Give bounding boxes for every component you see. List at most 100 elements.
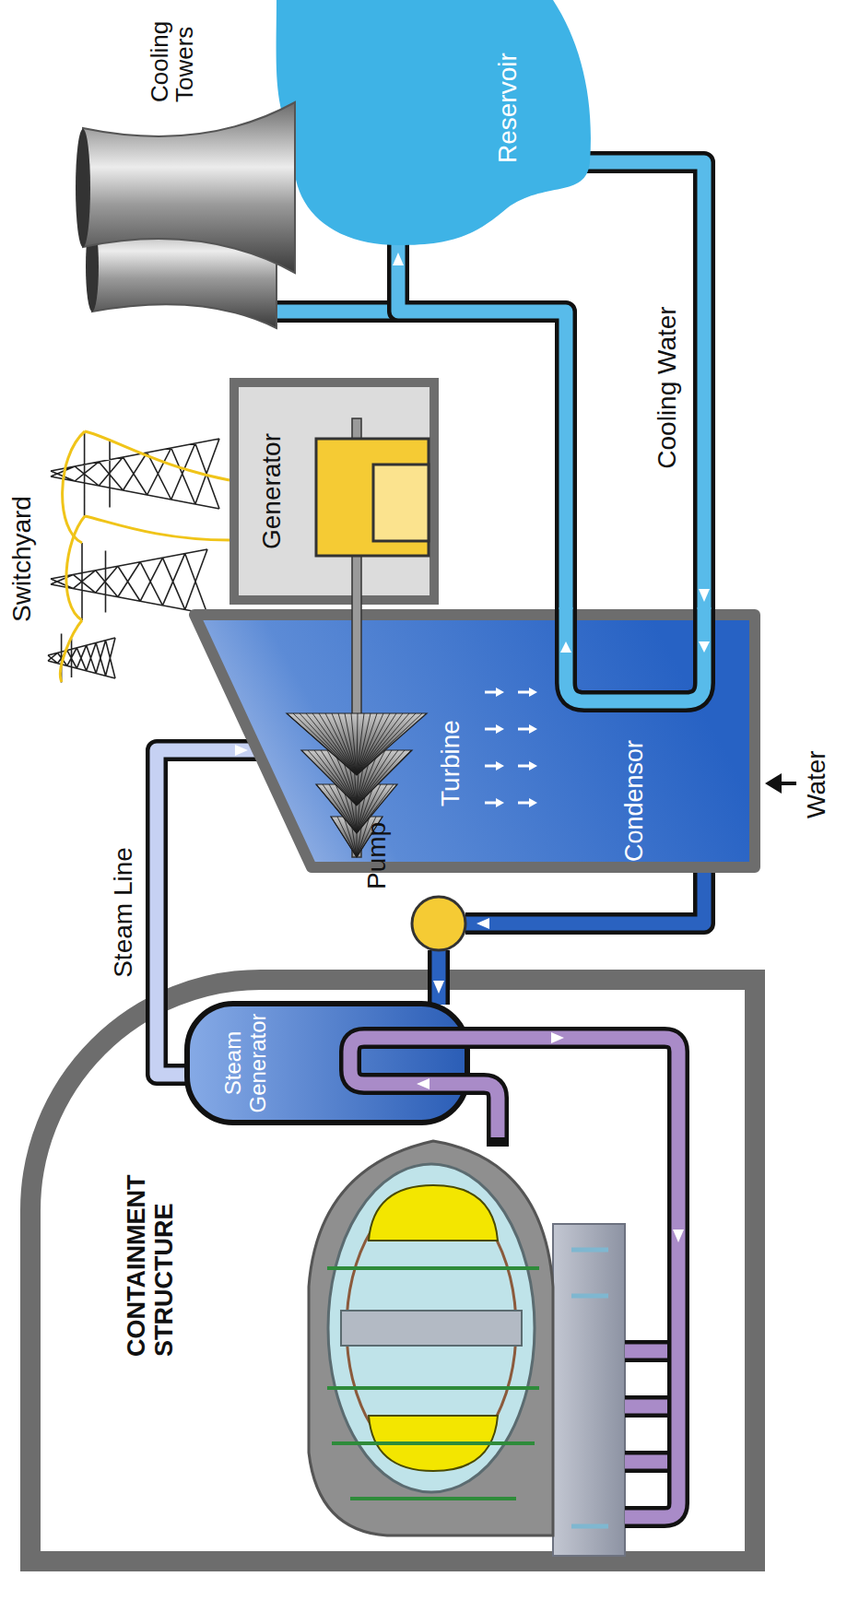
flow-arrow [551,1032,565,1044]
text-holder: Reservoir [493,52,522,164]
pump: Pump [410,894,468,953]
steam-flow-arrow [517,801,531,805]
transmission-tower [50,431,220,516]
edge-label-holder: Cooling Water [652,305,682,469]
primary-coolant-loop [350,1037,679,1518]
flow-arrowhead [433,980,445,994]
reactor-tokamak [350,1496,517,1501]
node-label: Reservoir [493,52,522,164]
steam-flow-arrow [484,691,498,695]
reactor-tokamak [571,1247,609,1253]
steam-flow-arrow [484,764,498,768]
tower-feed-pipe [276,305,406,319]
condenser-cooling-coil [565,607,705,702]
reactor-tokamak [327,1268,540,1499]
flow-arrowhead [476,917,490,930]
node-label: Turbine [435,719,465,807]
water-inlet-arrow [764,773,782,794]
condenser-cooling-coil [698,641,710,653]
text-holder: Pump [362,822,391,890]
steam-flow-arrow [529,724,538,734]
water-inlet-arrow [764,773,797,794]
area-label: Switchyard [7,495,36,623]
reactor-tokamak [327,1266,540,1271]
turbine-blade [286,713,423,776]
reactor-tokamak [571,1524,609,1530]
steam-flow-arrow [484,687,538,808]
reactor-tokamak [341,1310,522,1346]
transmission-tower [47,431,220,683]
text-holder: Generator [257,377,286,605]
flow-arrowhead [235,744,248,756]
steam-flow-arrow [484,801,498,805]
power-line [62,431,85,543]
pipe-label: Cooling Water [652,305,682,469]
label-holder: Cooling Towers [147,10,199,103]
text-holder: Steam Generator [221,1000,271,1126]
reactor-tokamak [571,1294,609,1299]
generator-unit [316,438,429,556]
containment-structure-outline [30,979,755,1562]
turbine-condenser-outline [194,614,755,868]
reactor-tokamak [571,1249,609,1527]
transmission-tower [47,634,116,683]
tower-feed-pipe [276,311,406,313]
turbine-blade [286,713,427,776]
edge-label-holder: Steam Line [108,847,138,978]
text-holder: CONTAINMENT STRUCTURE [122,1158,178,1357]
condenser-cooling-coil [560,607,710,702]
steam-flow-arrow [495,798,505,808]
reservoir: Reservoir [276,0,590,246]
pipe-fill [432,950,447,1005]
steam-flow-arrow [484,728,498,731]
reactor-tokamak [331,1441,535,1446]
power-line [59,620,83,683]
node-label: Steam Generator [221,1008,271,1119]
area-label: Cooling Towers [147,10,199,103]
generator-housing-outline [234,382,435,601]
turbine-condenser: Turbine Condensor [188,609,761,873]
reservoir-outline [276,0,590,246]
cooling-tower [75,102,295,329]
steam-flow-arrow [495,724,505,734]
label-holder: Switchyard [7,495,36,623]
steam-flow-arrow [495,687,505,697]
reactor-tokamak [368,1185,498,1241]
flow-arrow [416,1032,684,1243]
turbine-blades [286,713,427,858]
feedwater-pipe [433,950,445,1005]
label-holder: Water [801,750,831,819]
pipe-outline [465,869,705,924]
reactor-tokamak [327,1386,540,1390]
flow-arrowhead [698,588,710,602]
reactor-tokamak [308,1141,554,1536]
flow-arrow [416,1078,430,1090]
node-label: CONTAINMENT STRUCTURE [122,1158,178,1357]
input-label: Water [801,750,831,819]
cooling-tower [82,102,295,273]
power-line [84,431,230,481]
steam-flow-arrow [529,761,538,771]
steam-flow-arrow [517,691,531,695]
node-label: Condensor [620,740,648,862]
condenser-cooling-coil [565,609,705,702]
pump-outline [411,896,466,951]
primary-coolant-loop [350,1037,681,1518]
flow-arrowhead [392,252,404,266]
pipe-fill [582,162,705,613]
pipe-fill [465,869,705,924]
containment-structure: CONTAINMENT STRUCTURE Steam Generator [20,969,765,1572]
pipe-label: Steam Line [108,847,138,978]
steam-generator-outline [187,1003,468,1123]
text-holder: Turbine [435,719,465,807]
feedwater-pipe [465,869,705,930]
pipe-outline [427,950,450,1005]
node-label: Generator [257,433,286,550]
generator-unit [373,464,429,542]
reactor-tokamak [328,1164,535,1493]
tower-feed-pipe [276,300,406,323]
power-line [84,516,230,541]
steam-flow-arrow [517,728,531,731]
